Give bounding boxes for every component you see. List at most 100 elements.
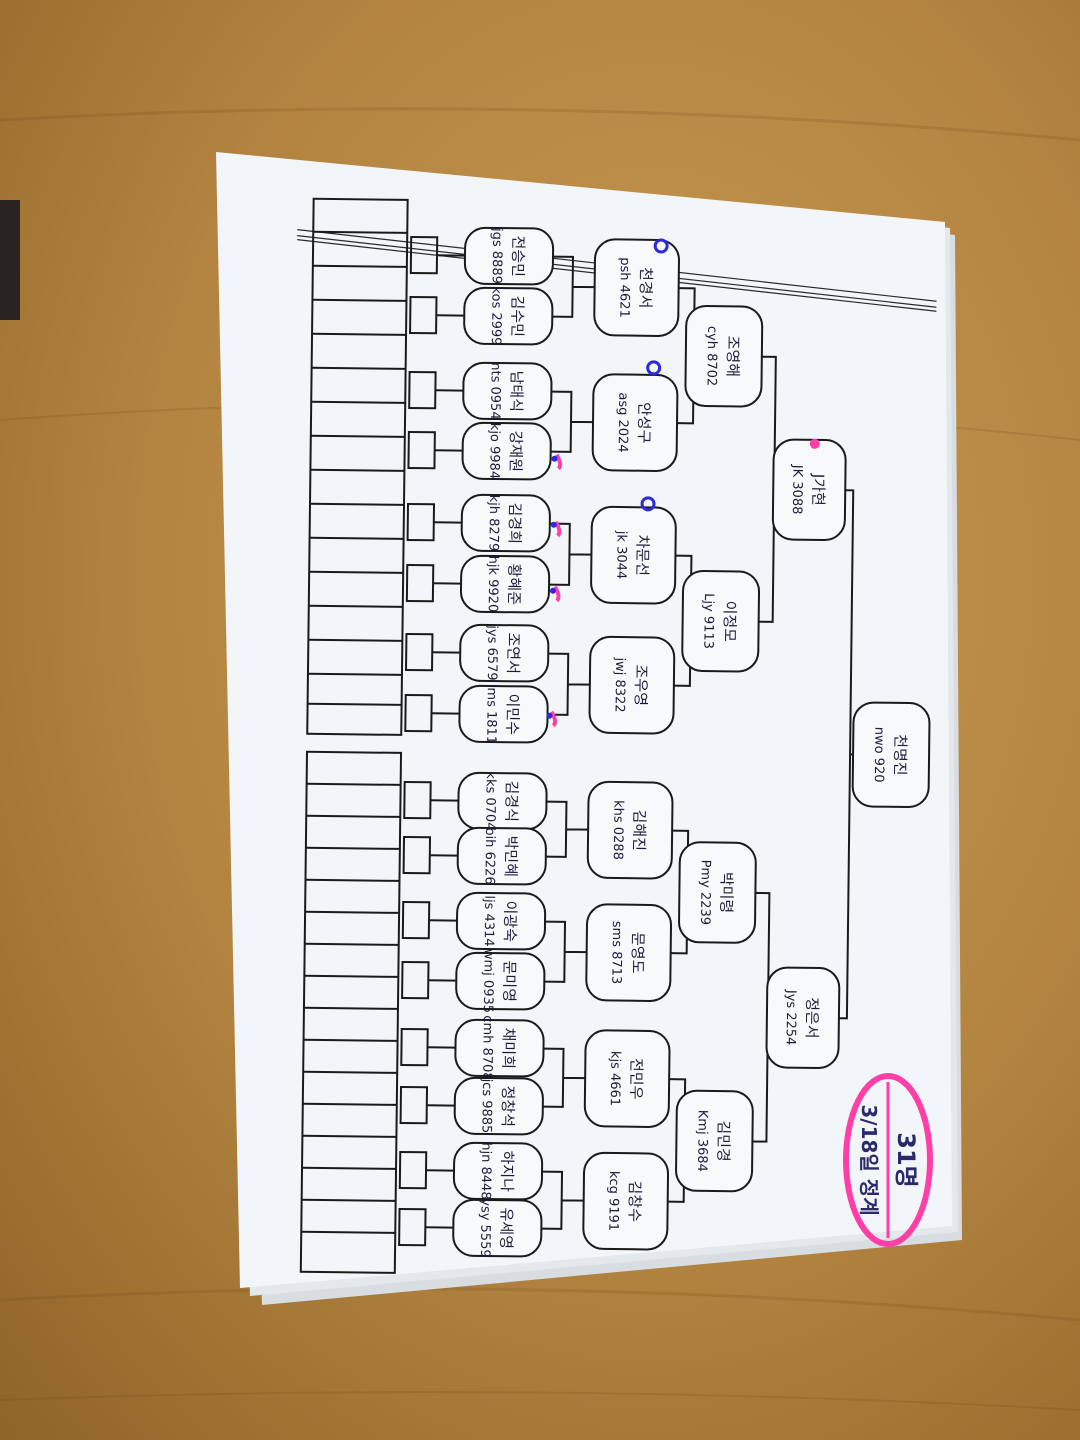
round16-entry-outline	[453, 1076, 544, 1136]
round16-entry-outline	[459, 554, 551, 614]
round16-entry-outline	[463, 226, 555, 286]
round16-entry-name: 문미영	[500, 960, 518, 1002]
semi-entry-outline	[684, 305, 764, 408]
count-stamp: 31명 3/18일 정계	[843, 1073, 933, 1247]
round16-entry-name: 이광숙	[501, 900, 519, 942]
final-entry-code: Jys 2254	[783, 989, 799, 1046]
final-entry-outline	[765, 966, 841, 1069]
round16-entry-name: 김수민	[508, 295, 526, 337]
round16-entry-code: jgs 8889	[489, 227, 505, 284]
round16-entry-code: kks 0704	[482, 771, 498, 830]
quarter-entry-code: jk 3044	[613, 530, 629, 580]
round16-entry-code: bih 6226	[481, 827, 497, 885]
champion-entry-outline	[851, 701, 931, 809]
round16-entry-code: wmj 0935	[480, 949, 496, 1013]
semi-entry-name: 김민경	[714, 1120, 732, 1162]
entry-table-bottom	[299, 750, 403, 1274]
round16-entry-name: 황혜준	[505, 563, 523, 605]
round16-entry-code: hjk 9920	[485, 556, 501, 613]
quarter-entry-name: 김창수	[625, 1180, 643, 1222]
semi-entry-code: Pmy 2239	[697, 860, 713, 926]
entry-table-top	[306, 197, 409, 736]
round16-entry-code: jcs 9885	[478, 1078, 494, 1134]
round16-entry-name: 이민수	[503, 693, 521, 735]
round16-entry-outline	[463, 286, 554, 346]
round16-entry-code: ljs 4314	[481, 895, 497, 946]
round16-entry-code: cmh 8708	[479, 1015, 495, 1080]
round16-entry-outline	[452, 1198, 543, 1258]
quarter-entry-name: 차문선	[633, 534, 651, 576]
semi-entry-outline	[678, 841, 757, 944]
quarter-entry-name: 김해진	[630, 809, 648, 851]
round16-entry-name: 강재원	[506, 430, 524, 472]
quarter-entry-outline	[591, 373, 679, 472]
round16-entry-code: ysy 5559	[477, 1198, 493, 1258]
round16-entry-outline	[462, 361, 553, 421]
semi-entry-code: Ljy 9113	[700, 593, 716, 649]
final-entry-name: J가현	[809, 473, 827, 506]
round16-entry: 정창석 jcs 9885	[453, 1076, 544, 1136]
quarter-entry-code: khs 0288	[610, 800, 626, 860]
round16-entry-code: kos 2999	[488, 286, 504, 345]
round16-entry-outline	[459, 623, 550, 683]
semi-entry-name: 이정모	[720, 601, 738, 643]
quarter-entry-code: sms 8713	[608, 921, 624, 985]
round16-entry-code: lms 1811	[483, 684, 499, 744]
quarter-entry-outline	[588, 635, 676, 735]
quarter-entry-outline	[582, 1151, 670, 1251]
round16-entry-code: hjn 8448	[478, 1142, 494, 1199]
round16-entry-outline	[460, 493, 551, 553]
quarter-entry-name: 조우영	[632, 664, 650, 706]
round16-entry-outline	[461, 421, 552, 481]
round16-entry-name: 조연서	[504, 632, 522, 674]
semi-entry-code: cyh 8702	[703, 326, 719, 386]
round16-entry-code: nts 0954	[487, 362, 503, 420]
round16-entry-name: 정창석	[499, 1085, 517, 1127]
round16-entry-code: kjh 8279	[485, 495, 501, 552]
round16-entry-name: 김경식	[502, 780, 520, 822]
round16-entry-outline	[455, 951, 546, 1011]
paper-sheet	[216, 152, 952, 1288]
semi-entry-outline	[675, 1089, 754, 1193]
stamp-date: 3/18일 정계	[857, 1104, 881, 1215]
semi-entry-outline	[681, 570, 761, 673]
marker-checks	[546, 238, 820, 728]
quarter-entry-code: kjs 4661	[607, 1051, 623, 1106]
quarter-entry-outline	[585, 903, 672, 1002]
round16-entry-outline	[456, 826, 547, 886]
final-entry-name: 정은서	[803, 997, 821, 1039]
quarter-entry-name: 천경서	[636, 267, 654, 309]
champion-entry-name: 천명진	[891, 734, 909, 776]
stamp-count: 31명	[892, 1132, 920, 1187]
round16-entry-code: jys 6579	[484, 624, 500, 680]
final-entry-outline	[771, 438, 847, 541]
quarter-entry-code: kcg 9191	[605, 1171, 621, 1231]
dark-object-edge	[0, 200, 20, 320]
